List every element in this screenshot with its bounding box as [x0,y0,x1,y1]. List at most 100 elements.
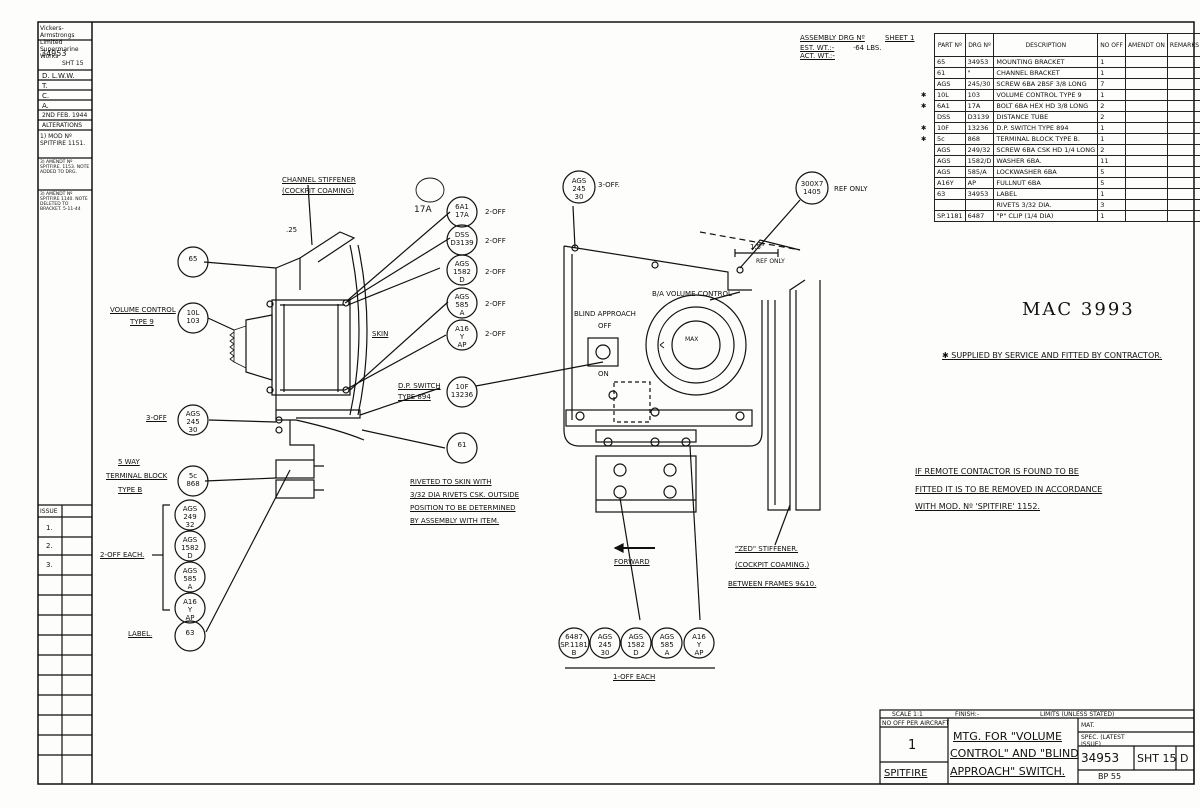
assembly-drg: ASSEMBLY DRG Nº [800,34,865,42]
limits: LIMITS (UNLESS STATED) [1040,711,1115,718]
cell-description: TERMINAL BLOCK TYPE B. [993,133,1099,145]
cell-amendt [1124,89,1168,101]
rivet-note-3: POSITION TO BE DETERMINED [410,504,516,512]
col-description: DESCRIPTION [993,33,1099,57]
est-weight-label: EST. WT.:- [800,44,835,52]
cell-description: WASHER 6BA. [993,155,1099,167]
cell-drg-no: " [964,67,995,79]
cell-remarks [1166,155,1200,167]
cell-drg-no: 103 [964,89,995,101]
label-type-894: TYPE 894 [398,393,431,401]
label-off: OFF [598,322,612,330]
issue-1: 1. [46,524,53,532]
remote-note-1: IF REMOTE CONTACTOR IS FOUND TO BE [915,467,1079,476]
strip-row-traced: T. [42,82,48,90]
cell-amendt [1124,78,1168,90]
dim-15: 1.5" [750,243,765,251]
cell-amendt [1124,67,1168,79]
cell-description: D.P. SWITCH TYPE 894 [993,122,1099,134]
cell-part-no: AGS [934,166,966,178]
col-amendt: AMENDT ON [1124,33,1168,57]
cell-part-no: 10L✱ [921,89,966,101]
cell-part-no: 6A1✱ [921,100,966,112]
strip-drawing-no: 34953 [41,49,67,58]
cell-remarks [1166,210,1200,222]
strip-note-2: 3) AMENDT Nº SPITFIRE 1140. NOTE DELETED… [40,192,88,212]
cell-drg-no: 249/32 [964,144,995,156]
label-skin: SKIN [372,330,389,338]
handwritten-17a: 17A [414,205,432,215]
col-drg-no: DRG Nº [964,33,995,57]
remote-note-2: FITTED IT IS TO BE REMOVED IN ACCORDANCE [915,485,1103,494]
cell-amendt [1124,144,1168,156]
cell-remarks [1166,67,1200,79]
rivet-note-4: BY ASSEMBLY WITH ITEM. [410,517,500,525]
no-off-per-aircraft: NO OFF PER AIRCRAFT [882,720,950,727]
cell-description: SCREW 6BA CSK HD 1/4 LONG [993,144,1099,156]
cell-amendt [1124,155,1168,167]
cell-no-off: 1 [1097,122,1126,134]
cell-description: "P" CLIP (1/4 DIA) [993,210,1099,222]
cell-description: CHANNEL BRACKET [993,67,1099,79]
two-off-1: 2-OFF [485,208,506,216]
balloon-61: 61 [457,441,467,449]
cell-part-no [934,199,966,211]
cell-drg-no: 17A [964,100,995,112]
label-3-off-top: 3-OFF. [598,181,620,189]
cell-amendt [1124,56,1168,68]
cell-no-off: 1 [1097,210,1126,222]
label-2-off-each: 2-OFF EACH. [100,551,145,559]
strip-alterations: ALTERATIONS [42,122,83,129]
cell-part-no: 10F✱ [921,122,966,134]
cell-description: MOUNTING BRACKET [993,56,1099,68]
cell-no-off: 1 [1097,89,1126,101]
balloon-65: 65 [188,255,198,263]
cell-no-off: 5 [1097,166,1126,178]
label-max: MAX [685,336,699,343]
zed-note-1: "ZED" STIFFENER. [735,545,799,553]
strip-row-drawn: D. L.W.W. [42,72,75,80]
cell-remarks [1166,89,1200,101]
label-label: LABEL. [128,630,153,638]
cell-part-no: AGS [934,144,966,156]
cell-part-no: DSS [934,111,966,123]
cell-part-no: 61 [934,67,966,79]
label-3-off: 3-OFF [146,414,167,422]
cell-no-off: 1 [1097,67,1126,79]
cell-remarks [1166,56,1200,68]
cell-drg-no: 34953 [964,188,995,200]
cell-description: VOLUME CONTROL TYPE 9 [993,89,1099,101]
balloon-63: 63 [185,629,195,637]
two-off-5: 2-OFF [485,330,506,338]
scale: SCALE 1:1 [892,711,923,718]
cell-description: LOCKWASHER 6BA [993,166,1099,178]
cell-drg-no: 868 [964,133,995,145]
title-line-3: APPROACH" SWITCH. [950,765,1066,778]
ref-only-2: REF ONLY [756,258,785,265]
cell-remarks [1166,199,1200,211]
drawing-number: 34953 [1081,751,1120,765]
cell-no-off: 11 [1097,155,1126,167]
label-cockpit-coaming: (COCKPIT COAMING) [282,187,354,195]
dim-25: .25 [286,226,298,234]
cell-description: RIVETS 3/32 DIA. [993,199,1099,211]
cell-remarks [1166,111,1200,123]
issue-3: 3. [46,561,53,569]
cell-amendt [1124,122,1168,134]
supplied-note: ✱ SUPPLIED BY SERVICE AND FITTED BY CONT… [942,351,1163,360]
cell-part-no: AGS [934,78,966,90]
